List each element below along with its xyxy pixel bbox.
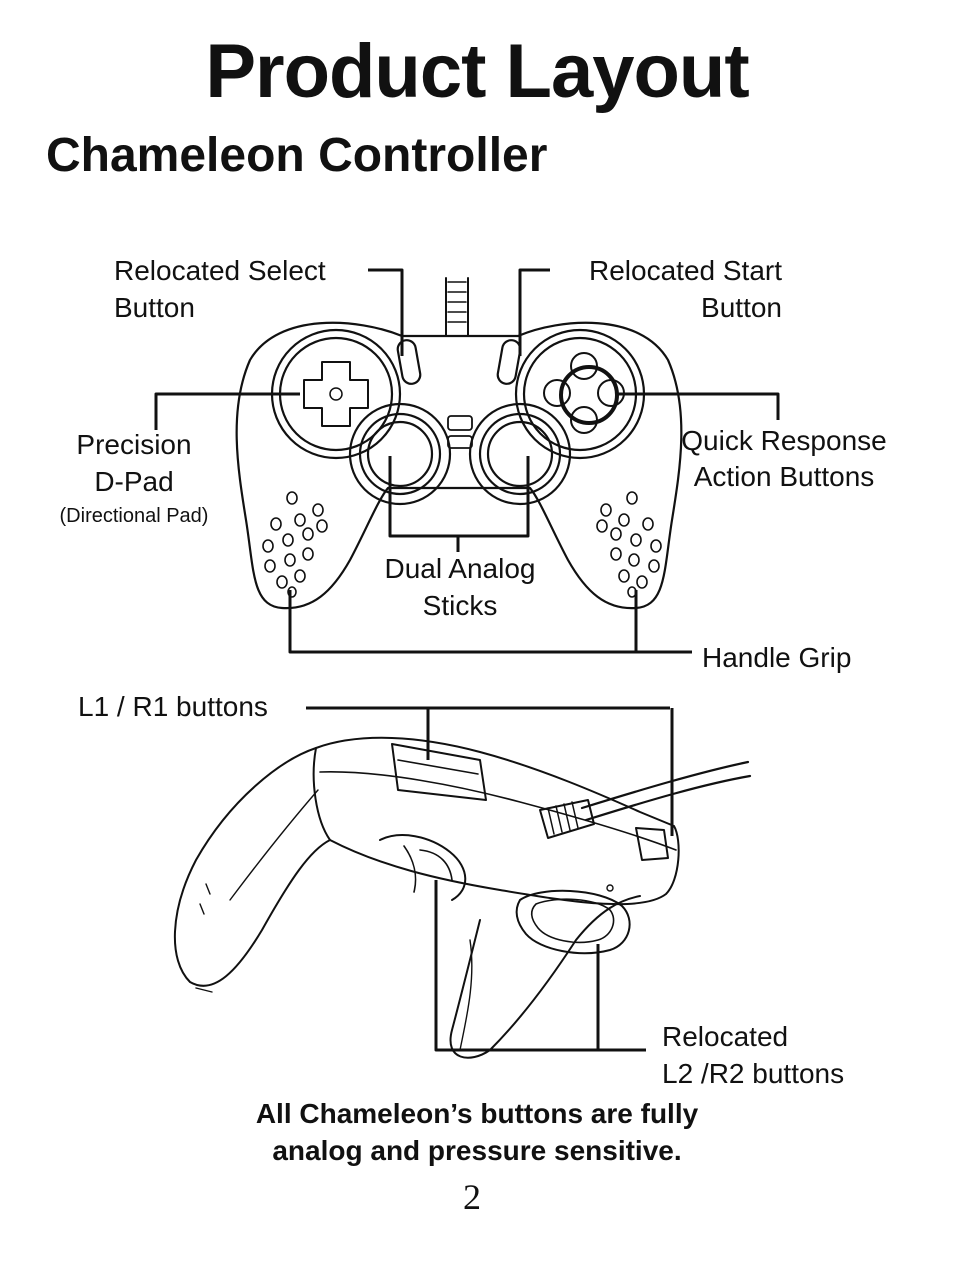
label-analog-sticks-line1: Dual Analog — [384, 553, 536, 584]
label-select-button-line2: Button — [114, 292, 195, 323]
page-subtitle: Chameleon Controller — [46, 129, 548, 182]
label-l1-r1-buttons: L1 / R1 buttons — [78, 691, 268, 722]
label-select-button-line1: Relocated Select — [114, 255, 326, 286]
label-analog-sticks-line2: Sticks — [422, 590, 498, 621]
label-action-buttons-line2: Action Buttons — [693, 461, 875, 492]
label-start-button-line1: Relocated Start — [589, 255, 782, 286]
footnote-line2: analog and pressure sensitive. — [272, 1135, 682, 1166]
leader-lines-top — [154, 268, 780, 654]
footnote-line1: All Chameleon’s buttons are fully — [255, 1098, 699, 1129]
label-dpad-line3: (Directional Pad) — [59, 505, 209, 527]
leader-lines-bottom — [306, 706, 674, 1052]
label-start-button-line2: Button — [701, 292, 782, 323]
page-number: 2 — [463, 1177, 481, 1217]
grip-dots-right — [596, 491, 662, 598]
label-l2-r2-buttons-line2: L2 /R2 buttons — [662, 1058, 845, 1089]
dpad-shape — [303, 361, 369, 427]
label-dpad-line1: Precision — [76, 429, 192, 460]
page-title: Product Layout — [205, 29, 749, 114]
label-l2-r2-buttons-line1: Relocated — [662, 1021, 789, 1052]
label-action-buttons-line1: Quick Response — [681, 425, 887, 456]
controller-side-view — [174, 736, 752, 1059]
label-dpad-line2: D-Pad — [94, 466, 174, 497]
grip-dots-left — [262, 491, 328, 598]
label-handle-grip: Handle Grip — [702, 642, 852, 673]
